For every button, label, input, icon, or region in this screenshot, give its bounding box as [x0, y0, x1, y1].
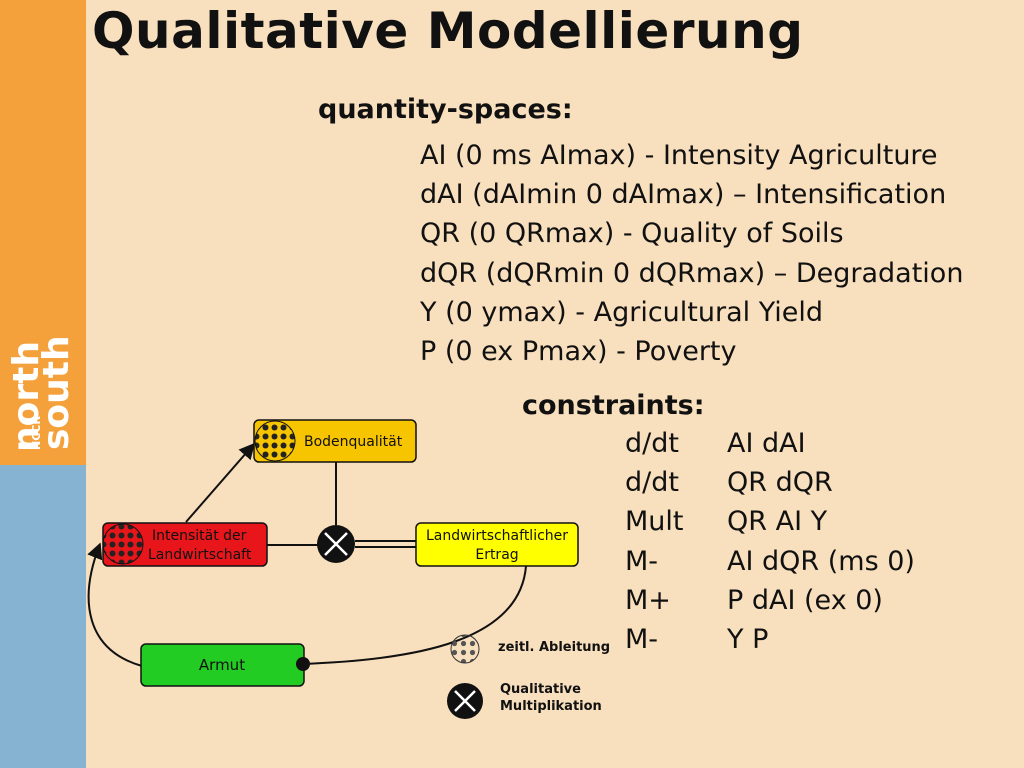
connection-dot: [296, 657, 310, 671]
page-title: Qualitative Modellierung: [92, 2, 804, 60]
constraint-row: d/dt AI dAI: [625, 424, 915, 463]
node-bodenqualitaet: Bodenqualität: [253, 419, 417, 463]
logo-south-text: south: [36, 335, 77, 450]
constraint-row: d/dt QR dQR: [625, 463, 915, 502]
constraint-args: AI dQR (ms 0): [727, 545, 915, 577]
quantity-spaces-heading: quantity-spaces:: [318, 94, 573, 125]
constraint-row: M- AI dQR (ms 0): [625, 542, 915, 581]
quantity-space-item: Y (0 ymax) - Agricultural Yield: [420, 296, 823, 328]
constraint-args: QR dQR: [727, 467, 833, 499]
node-label: Armut: [199, 656, 245, 674]
node-label-line1: Intensität der: [152, 528, 247, 544]
constraint-op: M+: [625, 584, 671, 616]
diagram-legend: zeitl. Ableitung Qualitative Multiplikat…: [447, 634, 610, 719]
constraint-op: Mult: [625, 506, 684, 538]
constraint-op: d/dt: [625, 428, 679, 460]
node-label: Bodenqualität: [304, 434, 403, 450]
logo-nccr-text: NCCR: [30, 416, 43, 450]
legend-mult-line2: Multiplikation: [500, 699, 602, 714]
sidebar-blue: [0, 465, 86, 768]
node-label-line2: Ertrag: [475, 547, 518, 563]
constraint-row: M- Y P: [625, 620, 915, 659]
quantity-space-item: AI (0 ms AImax) - Intensity Agriculture: [420, 140, 938, 171]
edge-intensitaet-boden: [185, 442, 256, 523]
constraint-op: d/dt: [625, 467, 679, 499]
quantity-spaces-list: AI (0 ms AImax) - Intensity Agriculture …: [420, 136, 963, 371]
quantity-space-item: QR (0 QRmax) - Quality of Soils: [420, 218, 844, 250]
quantity-space-item: P (0 ex Pmax) - Poverty: [420, 336, 737, 368]
legend-mult-line1: Qualitative: [500, 682, 581, 697]
multiplication-legend-icon: [447, 683, 483, 719]
constraint-args: P dAI (ex 0): [727, 584, 883, 616]
derivative-marker: [102, 523, 144, 565]
nccr-north-south-logo: north south NCCR: [6, 335, 77, 452]
edge-ertrag-armut: [299, 565, 527, 665]
quantity-space-item: dAI (dAImin 0 dAImax) – Intensification: [420, 179, 947, 211]
sidebar-orange: [0, 0, 86, 465]
derivative-legend-icon: [450, 634, 480, 664]
constraint-args: QR AI Y: [727, 506, 828, 538]
causal-diagram: Bodenqualität Intensität der Landwirtsch…: [87, 419, 610, 719]
constraint-op: M-: [625, 624, 659, 656]
node-label-line2: Landwirtschaft: [148, 547, 252, 563]
quantity-space-item: dQR (dQRmin 0 dQRmax) – Degradation: [420, 257, 964, 289]
logo-north-text: north: [6, 341, 47, 452]
constraint-row: M+ P dAI (ex 0): [625, 581, 915, 620]
node-intensitaet: Intensität der Landwirtschaft: [102, 522, 268, 567]
derivative-marker: [254, 420, 296, 462]
multiplication-symbol: [317, 525, 355, 563]
constraint-op: M-: [625, 545, 659, 577]
legend-derivative-label: zeitl. Ableitung: [498, 640, 610, 655]
constraint-args: Y P: [727, 624, 769, 656]
node-label-line1: Landwirtschaftlicher: [426, 528, 568, 544]
edge-armut-intensitaet: [87, 542, 143, 667]
node-ertrag: Landwirtschaftlicher Ertrag: [415, 522, 579, 567]
node-armut: Armut: [140, 643, 310, 687]
constraint-args: AI dAI: [727, 428, 806, 460]
constraints-table: d/dt AI dAI d/dt QR dQR Mult QR AI Y M- AI d…: [625, 424, 915, 659]
constraint-row: Mult QR AI Y: [625, 502, 915, 541]
constraints-heading: constraints:: [522, 390, 705, 421]
